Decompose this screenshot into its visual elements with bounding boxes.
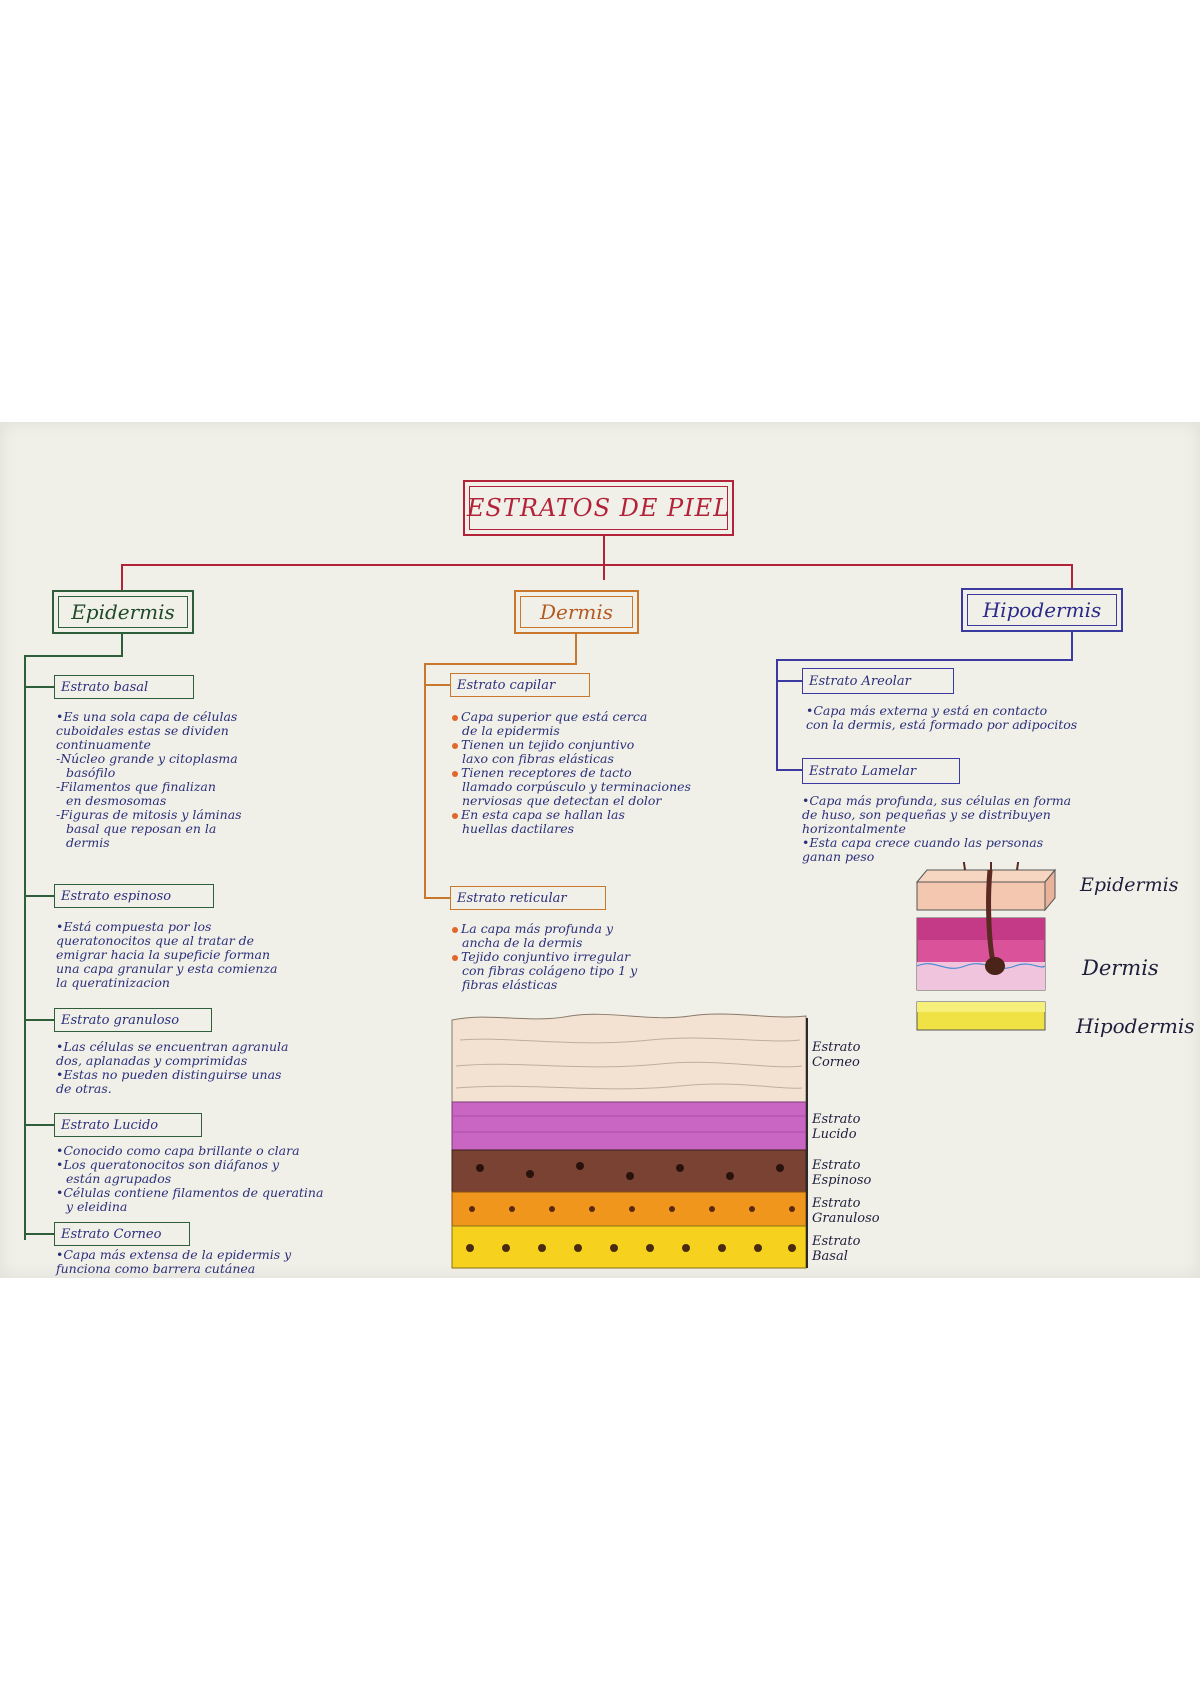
stratum-capilar-label: Estrato capilar [450,673,590,697]
stratum-corneo-text: •Capa más extensa de la epidermis y func… [56,1247,292,1276]
stratum-reticular-label: Estrato reticular [450,886,606,910]
stratum-granuloso-text: •Las células se encuentran agranula dos,… [56,1039,289,1096]
cross-section-bracket [806,1018,808,1268]
epidermis-spine [24,655,26,1240]
hipo-tick-2 [776,769,802,771]
epi-tick-2 [24,895,54,897]
stratum-lamelar-label: Estrato Lamelar [802,758,960,784]
xs-label-corneo: Estrato Corneo [812,1040,861,1070]
dermis-title: Dermis [539,600,614,624]
paper-sheet: ESTRATOS DE PIEL Epidermis Dermis Hipode… [0,422,1200,1278]
dermis-spine [424,663,426,898]
stratum-lucido-text: •Conocido como capa brillante o clara •L… [56,1143,324,1214]
skin-label-hipodermis: Hipodermis [1076,1014,1195,1038]
skin-label-epidermis: Epidermis [1080,874,1179,896]
stratum-capilar-text: Capa superior que está cerca de la epide… [452,710,742,836]
epidermis-cross-section [451,1013,807,1269]
stratum-espinoso-text: •Está compuesta por los queratonocitos q… [56,919,278,990]
hipo-spine [776,659,778,771]
page-title: ESTRATOS DE PIEL [466,494,731,522]
epidermis-stem [121,634,123,656]
epi-tick-3 [24,1019,54,1021]
connector-horizontal [121,564,1073,566]
hipodermis-title: Hipodermis [982,598,1102,622]
stratum-corneo-label: Estrato Corneo [54,1222,190,1246]
skin-layers-drawing [915,862,1057,1031]
hipo-stem [1071,632,1073,660]
stratum-basal-text: •Es una sola capa de células cuboidales … [56,709,242,850]
epidermis-title: Epidermis [71,600,175,624]
title-box: ESTRATOS DE PIEL [463,480,734,536]
stratum-lucido-label: Estrato Lucido [54,1113,202,1137]
epidermis-box: Epidermis [52,590,194,634]
dermis-tick-1 [424,684,450,686]
stratum-areolar-text: •Capa más externa y está en contacto con… [806,703,1078,732]
connector-title-down [603,536,605,580]
dermis-stem [575,634,577,664]
xs-label-basal: Estrato Basal [812,1234,861,1264]
stratum-basal-label: Estrato basal [54,675,194,699]
stratum-areolar-label: Estrato Areolar [802,668,954,694]
hipo-branch-h [776,659,1073,661]
stratum-granuloso-label: Estrato granuloso [54,1008,212,1032]
epidermis-branch-h [24,655,123,657]
hipodermis-box: Hipodermis [961,588,1123,632]
epi-tick-1 [24,686,54,688]
xs-label-granuloso: Estrato Granuloso [812,1196,880,1226]
stratum-espinoso-label: Estrato espinoso [54,884,214,908]
connector-hipodermis [1071,564,1073,588]
skin-label-dermis: Dermis [1082,956,1159,980]
xs-label-lucido: Estrato Lucido [812,1112,861,1142]
dermis-branch-h [424,663,577,665]
epi-tick-5 [24,1233,54,1235]
stratum-reticular-text: La capa más profunda y ancha de la dermi… [452,922,742,992]
xs-label-espinoso: Estrato Espinoso [812,1158,872,1188]
stratum-lamelar-text: •Capa más profunda, sus células en forma… [802,793,1072,864]
connector-epidermis [121,564,123,590]
epi-tick-4 [24,1124,54,1126]
dermis-tick-2 [424,897,450,899]
hipo-tick-1 [776,680,802,682]
dermis-box: Dermis [514,590,639,634]
